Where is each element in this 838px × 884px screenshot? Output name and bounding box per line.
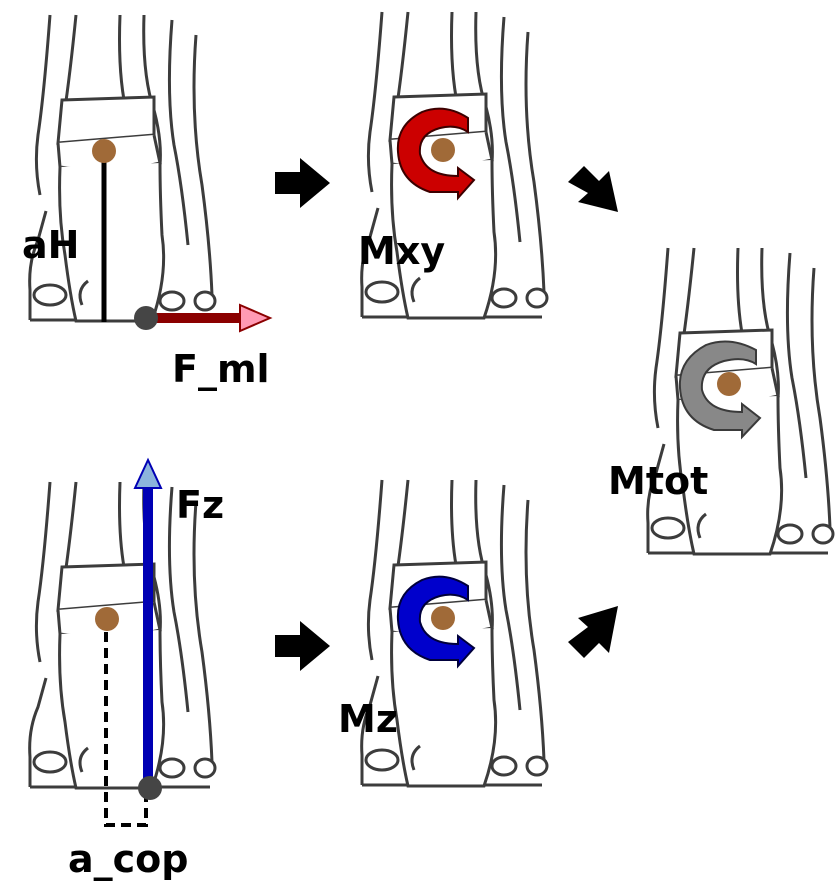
Mtot-label: Mtot [608, 462, 708, 500]
flow-arrow-right-bottom [275, 621, 330, 671]
foot-panel-right [648, 248, 833, 554]
foot-panel-top-left [30, 15, 215, 321]
aH-label: aH [22, 226, 79, 264]
a_cop-label: a_cop [68, 840, 188, 878]
Fz-arrow-head [135, 460, 161, 488]
force-point-2 [138, 776, 162, 800]
F_ml-arrow-shaft [146, 313, 242, 323]
Fz-arrow-shaft [143, 486, 153, 788]
flow-arrow-diag-up [568, 606, 618, 658]
joint-center-3 [717, 372, 741, 396]
Mxy-label: Mxy [358, 232, 445, 270]
F_ml-label: F_ml [172, 350, 270, 388]
Mz-label: Mz [338, 700, 398, 738]
flow-arrow-diag-down [568, 166, 618, 212]
joint-center-4 [95, 607, 119, 631]
flow-arrow-right-top [275, 158, 330, 208]
Fz-label: Fz [176, 486, 224, 524]
foot-panel-bottom-left [30, 482, 215, 788]
joint-center-2 [431, 138, 455, 162]
joint-center-1 [92, 139, 116, 163]
joint-center-5 [431, 606, 455, 630]
force-point-1 [134, 306, 158, 330]
F_ml-arrow-head [240, 305, 270, 331]
